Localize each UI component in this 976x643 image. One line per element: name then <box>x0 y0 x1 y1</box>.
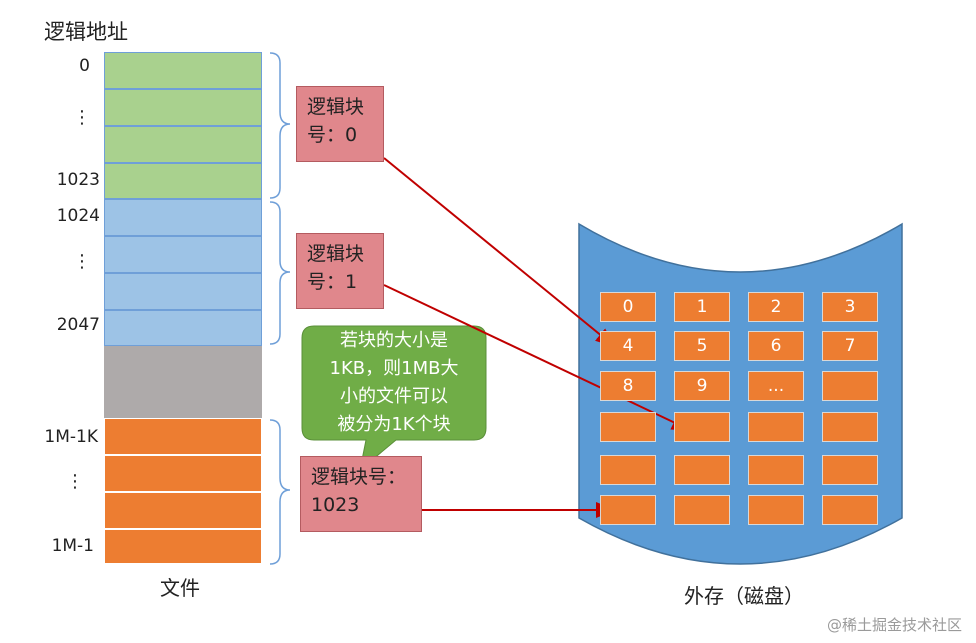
file-cell <box>104 529 262 564</box>
block-label-line: 逻辑块 <box>307 243 365 265</box>
disk-slot <box>748 455 804 485</box>
disk-slot: 5 <box>674 331 730 361</box>
callout-text: 若块的大小是 1KB，则1MB大 小的文件可以 被分为1K个块 <box>309 327 479 439</box>
disk-slot <box>822 495 878 525</box>
block-label-line: 号：1 <box>307 271 358 293</box>
address-2047: 2047 <box>56 315 100 335</box>
disk-slot <box>822 455 878 485</box>
file-cell <box>104 310 262 346</box>
disk-slot: 3 <box>822 292 878 322</box>
file-cell <box>104 418 262 455</box>
brace-block-1 <box>269 201 291 345</box>
file-cell <box>104 126 262 163</box>
callout-line: 若块的大小是 <box>340 330 448 351</box>
file-cell <box>104 236 262 273</box>
disk-slot: 9 <box>674 371 730 401</box>
address-1023: 1023 <box>56 170 100 190</box>
block-label-line: 1023 <box>311 494 360 516</box>
disk-slot: 4 <box>600 331 656 361</box>
file-cell <box>104 199 262 236</box>
brace-block-0 <box>269 52 291 199</box>
address-1024: 1024 <box>56 206 100 226</box>
disk-slot: 6 <box>748 331 804 361</box>
disk-slot: ... <box>748 371 804 401</box>
block-label-line: 号：0 <box>307 124 358 146</box>
watermark: @稀土掘金技术社区 <box>826 616 962 634</box>
logical-block-1-label: 逻辑块 号：1 <box>296 233 384 309</box>
logical-block-0-label: 逻辑块 号：0 <box>296 86 384 162</box>
callout-line: 被分为1K个块 <box>337 414 451 435</box>
disk-slot <box>600 495 656 525</box>
disk-slot: 2 <box>748 292 804 322</box>
address-1m-1: 1M-1 <box>51 536 94 556</box>
brace-block-1023 <box>269 419 291 565</box>
disk-slot: 7 <box>822 331 878 361</box>
file-cell <box>104 52 262 89</box>
file-cell <box>104 273 262 310</box>
disk-slot: 1 <box>674 292 730 322</box>
logical-block-1023-label: 逻辑块号： 1023 <box>300 456 422 532</box>
logical-address-title: 逻辑地址 <box>44 20 128 44</box>
address-1m-1k: 1M-1K <box>44 427 98 447</box>
file-cell <box>104 455 262 492</box>
disk-slot <box>674 412 730 442</box>
file-cell <box>104 89 262 126</box>
arrow-block-0 <box>383 157 616 348</box>
arrow-block-1 <box>383 284 692 431</box>
disk-slot <box>600 455 656 485</box>
disk-slot <box>748 412 804 442</box>
disk-slot <box>600 412 656 442</box>
external-storage-label: 外存（磁盘） <box>684 584 804 608</box>
address-0: 0 <box>79 56 90 76</box>
file-label: 文件 <box>160 576 200 600</box>
disk-slot <box>822 371 878 401</box>
disk-slot <box>822 412 878 442</box>
disk-slot: 8 <box>600 371 656 401</box>
disk-slot <box>674 495 730 525</box>
disk-slot <box>748 495 804 525</box>
disk-cylinder <box>578 222 903 565</box>
block-label-line: 逻辑块 <box>307 96 365 118</box>
disk-slot: 0 <box>600 292 656 322</box>
disk-slot <box>674 455 730 485</box>
callout-line: 小的文件可以 <box>340 386 448 407</box>
file-cell <box>104 163 262 199</box>
callout-line: 1KB，则1MB大 <box>329 358 459 379</box>
file-cell <box>104 492 262 529</box>
file-gap-region <box>104 346 262 418</box>
block-label-line: 逻辑块号： <box>311 466 407 488</box>
